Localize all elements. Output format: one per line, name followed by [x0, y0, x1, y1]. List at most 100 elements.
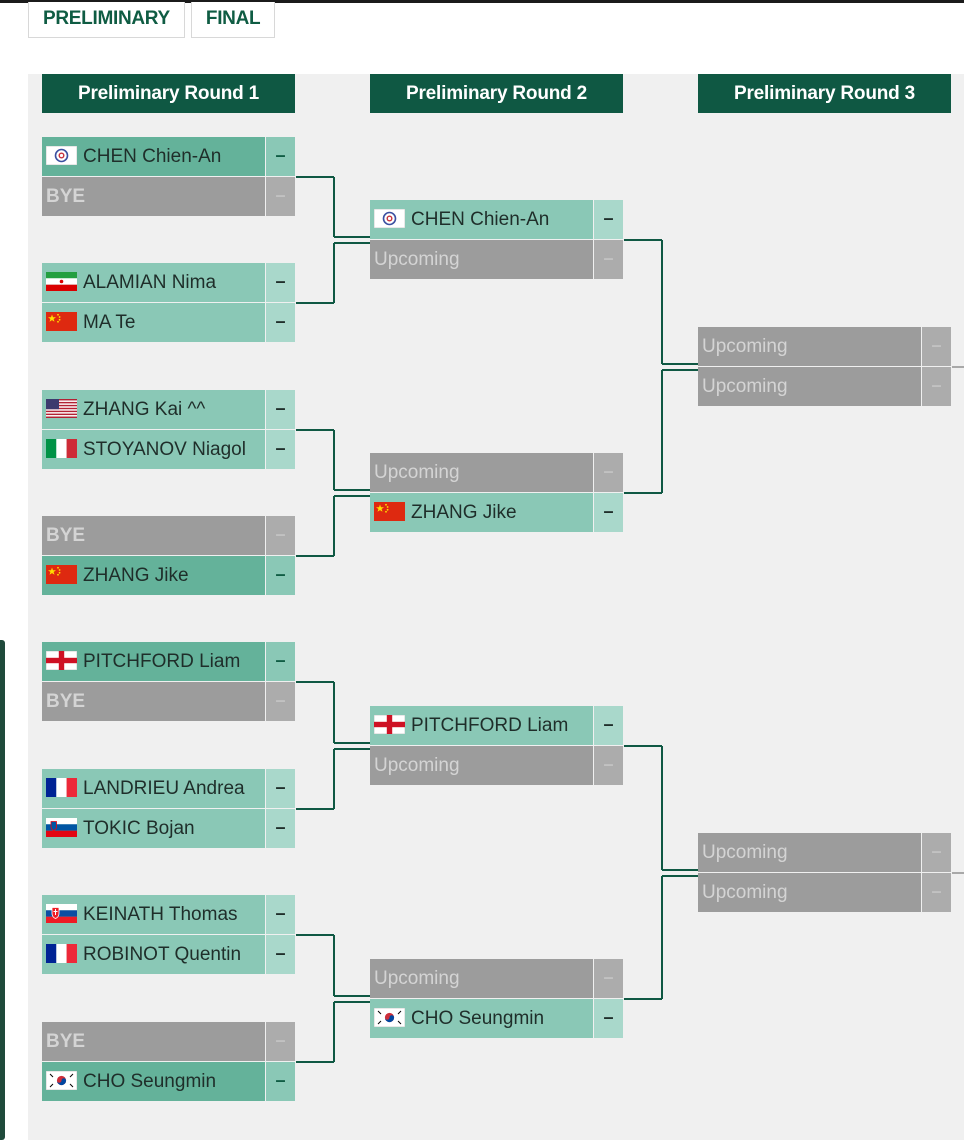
score: –: [594, 453, 623, 492]
player-name-text: ZHANG Jike: [83, 565, 189, 586]
player-name-text: Upcoming: [374, 968, 460, 989]
player-name-text: CHEN Chien-An: [411, 209, 550, 230]
score: –: [266, 430, 295, 469]
score: –: [594, 746, 623, 785]
player-name: ROBINOT Quentin: [42, 935, 265, 974]
player-name-text: ROBINOT Quentin: [83, 944, 242, 965]
match-slot[interactable]: Upcoming –: [370, 746, 623, 785]
round-header-1: Preliminary Round 1: [42, 74, 295, 113]
match-r1-1: CHEN Chien-An –BYE–: [42, 137, 295, 217]
match-slot[interactable]: PITCHFORD Liam–: [370, 706, 623, 745]
player-name-text: ZHANG Jike: [411, 502, 517, 523]
score: –: [594, 200, 623, 239]
match-slot[interactable]: PITCHFORD Liam–: [42, 642, 295, 681]
match-r3-2: Upcoming–Upcoming–: [698, 833, 951, 913]
player-name-text: BYE: [46, 186, 86, 207]
player-name-text: Upcoming: [374, 755, 460, 776]
match-slot[interactable]: STOYANOV Niagol–: [42, 430, 295, 469]
match-slot[interactable]: CHEN Chien-An –: [370, 200, 623, 239]
score: –: [594, 999, 623, 1038]
player-name-text: Upcoming: [702, 376, 788, 397]
france-flag-icon: [46, 778, 77, 797]
score: –: [266, 935, 295, 974]
score: –: [266, 1062, 295, 1101]
match-slot[interactable]: BYE–: [42, 516, 295, 555]
player-name: CHO Seungmin: [370, 999, 593, 1038]
match-slot[interactable]: MA Te–: [42, 303, 295, 342]
iran-flag-icon: [46, 272, 77, 291]
match-slot[interactable]: BYE–: [42, 1022, 295, 1061]
player-name: BYE: [42, 516, 265, 555]
player-name-text: MA Te: [83, 312, 136, 333]
match-slot[interactable]: CHO Seungmin –: [42, 1062, 295, 1101]
match-slot[interactable]: TOKIC Bojan–: [42, 809, 295, 848]
match-slot[interactable]: Upcoming–: [370, 240, 623, 279]
score: –: [266, 556, 295, 595]
score: –: [922, 327, 951, 366]
player-name: MA Te: [42, 303, 265, 342]
match-slot[interactable]: ZHANG Kai ^^–: [42, 390, 295, 429]
player-name-text: CHO Seungmin: [83, 1071, 217, 1092]
tab-preliminary[interactable]: PRELIMINARY: [28, 2, 185, 38]
score: –: [594, 959, 623, 998]
match-slot[interactable]: ZHANG Jike –: [42, 556, 295, 595]
player-name-text: Upcoming: [374, 462, 460, 483]
score: –: [266, 390, 295, 429]
match-slot[interactable]: Upcoming–: [698, 833, 951, 872]
stage-tabs: PRELIMINARY FINAL: [28, 2, 276, 40]
france-flag-icon: [46, 944, 77, 963]
match-slot[interactable]: ROBINOT Quentin –: [42, 935, 295, 974]
korea-flag-icon: [46, 1071, 77, 1090]
match-slot[interactable]: ALAMIAN Nima –: [42, 263, 295, 302]
player-name: KEINATH Thomas: [42, 895, 265, 934]
match-slot[interactable]: CHO Seungmin–: [370, 999, 623, 1038]
player-name: Upcoming: [698, 833, 921, 872]
match-slot[interactable]: CHEN Chien-An –: [42, 137, 295, 176]
score: –: [266, 516, 295, 555]
match-slot[interactable]: ZHANG Jike–: [370, 493, 623, 532]
score: –: [266, 682, 295, 721]
score: –: [594, 240, 623, 279]
score: –: [266, 642, 295, 681]
match-slot[interactable]: KEINATH Thomas–: [42, 895, 295, 934]
score: –: [922, 873, 951, 912]
player-name: BYE: [42, 682, 265, 721]
tab-final[interactable]: FINAL: [190, 2, 276, 38]
player-name: ALAMIAN Nima: [42, 263, 265, 302]
player-name-text: PITCHFORD Liam: [411, 715, 569, 736]
italy-flag-icon: [46, 439, 77, 458]
match-slot[interactable]: Upcoming –: [370, 959, 623, 998]
match-slot[interactable]: LANDRIEU Andrea–: [42, 769, 295, 808]
slovenia-flag-icon: [46, 818, 77, 837]
match-slot[interactable]: Upcoming –: [698, 873, 951, 912]
match-r2-3: PITCHFORD Liam– Upcoming –: [370, 706, 623, 786]
player-name-text: CHEN Chien-An: [83, 146, 222, 167]
match-r1-4: BYE– ZHANG Jike –: [42, 516, 295, 596]
match-slot[interactable]: BYE–: [42, 177, 295, 216]
match-r2-4: Upcoming –CHO Seungmin–: [370, 959, 623, 1039]
player-name: CHO Seungmin: [42, 1062, 265, 1101]
player-name: ZHANG Kai ^^: [42, 390, 265, 429]
score: –: [266, 137, 295, 176]
player-name: CHEN Chien-An: [42, 137, 265, 176]
player-name: TOKIC Bojan: [42, 809, 265, 848]
score: –: [266, 263, 295, 302]
score: –: [266, 895, 295, 934]
round-header-3: Preliminary Round 3: [698, 74, 951, 113]
player-name: Upcoming: [370, 746, 593, 785]
player-name-text: BYE: [46, 691, 86, 712]
player-name-text: ALAMIAN Nima: [83, 272, 217, 293]
match-slot[interactable]: Upcoming–: [698, 367, 951, 406]
player-name-text: Upcoming: [702, 882, 788, 903]
korea-flag-icon: [374, 1008, 405, 1027]
player-name: PITCHFORD Liam: [42, 642, 265, 681]
match-slot[interactable]: Upcoming –: [370, 453, 623, 492]
player-name: Upcoming: [370, 959, 593, 998]
match-r1-6: LANDRIEU Andrea–TOKIC Bojan–: [42, 769, 295, 849]
player-name-text: LANDRIEU Andrea: [83, 778, 245, 799]
match-r1-5: PITCHFORD Liam– BYE –: [42, 642, 295, 722]
match-slot[interactable]: Upcoming–: [698, 327, 951, 366]
score: –: [922, 833, 951, 872]
match-slot[interactable]: BYE –: [42, 682, 295, 721]
china-flag-icon: [46, 565, 77, 584]
